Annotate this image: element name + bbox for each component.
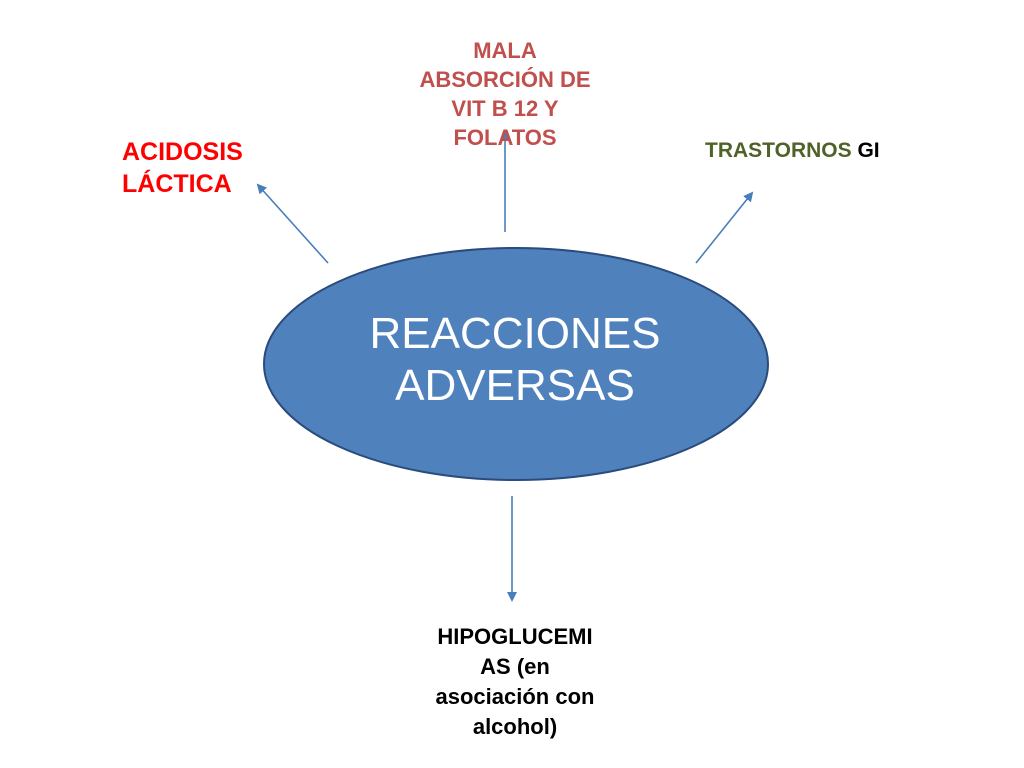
node-right-word-2: GI — [857, 139, 880, 162]
center-ellipse — [263, 247, 769, 481]
node-right-gi-disorders: TRASTORNOS GI — [705, 136, 945, 165]
center-title-line-1: REACCIONES — [369, 309, 661, 358]
node-bottom-hypoglycemia: HIPOGLUCEMI AS (en asociación con alcoho… — [400, 622, 630, 742]
node-left-lactic-acidosis: ACIDOSIS LÁCTICA — [122, 136, 282, 200]
node-top-line-1: MALA — [473, 38, 537, 63]
node-right-word-1: TRASTORNOS — [705, 139, 852, 162]
node-bottom-line-1: HIPOGLUCEMI — [437, 624, 593, 649]
node-bottom-line-2: AS (en — [480, 654, 550, 679]
center-title: REACCIONES ADVERSAS — [265, 308, 765, 412]
node-bottom-line-3: asociación con — [435, 684, 595, 709]
node-left-line-1: ACIDOSIS — [122, 138, 243, 166]
node-top-line-4: FOLATOS — [453, 125, 557, 150]
arrow-to-right — [695, 191, 754, 264]
node-bottom-line-4: alcohol) — [472, 714, 558, 739]
arrow-to-left — [256, 183, 329, 264]
node-top-line-2: ABSORCIÓN DE — [419, 67, 591, 92]
center-title-line-2: ADVERSAS — [395, 361, 635, 410]
node-top-malabsorption: MALA ABSORCIÓN DE VIT B 12 Y FOLATOS — [395, 36, 615, 152]
node-left-line-2: LÁCTICA — [122, 170, 232, 198]
node-top-line-3: VIT B 12 Y — [451, 96, 559, 121]
